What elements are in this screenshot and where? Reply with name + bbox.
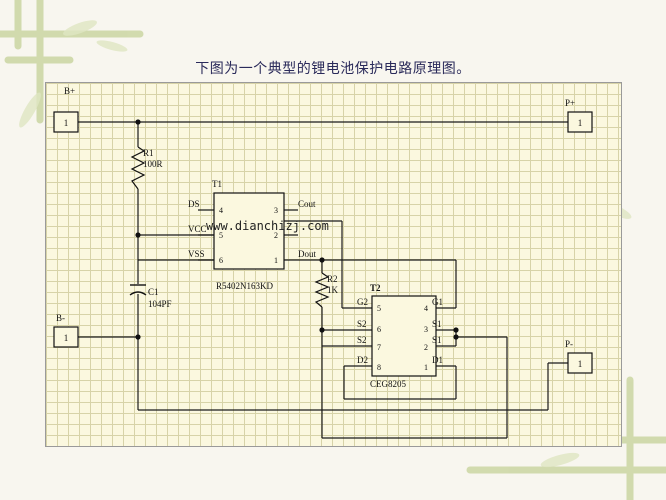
resistor-r1: R1 100R (130, 146, 163, 190)
svg-text:100R: 100R (143, 159, 163, 169)
svg-text:T1: T1 (212, 179, 222, 189)
svg-text:3: 3 (424, 325, 428, 334)
resistor-r2: R2 1K (314, 272, 339, 308)
junction-dots (135, 119, 459, 340)
svg-text:B-: B- (56, 313, 65, 323)
svg-text:5: 5 (377, 304, 381, 313)
svg-text:G1: G1 (432, 297, 443, 307)
svg-text:C1: C1 (148, 287, 159, 297)
svg-text:4: 4 (219, 206, 223, 215)
svg-text:1: 1 (578, 359, 583, 369)
svg-text:2: 2 (424, 343, 428, 352)
svg-text:8: 8 (377, 363, 381, 372)
svg-text:P+: P+ (565, 98, 575, 108)
connector-bminus: 1 B- (53, 313, 79, 348)
svg-text:Dout: Dout (298, 249, 316, 259)
connector-pplus: 1 P+ (565, 98, 593, 133)
connector-pminus: 1 P- (565, 339, 593, 374)
svg-text:2: 2 (274, 231, 278, 240)
svg-text:Cout: Cout (298, 199, 316, 209)
svg-text:3: 3 (274, 206, 278, 215)
svg-text:1: 1 (424, 363, 428, 372)
svg-text:T2: T2 (370, 283, 381, 293)
ic-t1: T1 R5402N163KD DS VCC VSS Cout Dout 4 5 … (188, 179, 316, 291)
svg-text:VSS: VSS (188, 249, 205, 259)
svg-text:1K: 1K (327, 285, 339, 295)
schematic-sheet: 1 B+ 1 P+ 1 B- 1 P- R1 100R (45, 82, 622, 447)
svg-text:104PF: 104PF (148, 299, 172, 309)
connector-bplus: 1 B+ (53, 86, 79, 133)
svg-text:R5402N163KD: R5402N163KD (216, 281, 274, 291)
wires (70, 121, 568, 439)
svg-text:1: 1 (274, 256, 278, 265)
watermark: www.dianchizj.com (206, 219, 329, 233)
capacitor-c1: C1 104PF (129, 284, 172, 309)
svg-text:R2: R2 (327, 274, 338, 284)
circuit-diagram: 1 B+ 1 P+ 1 B- 1 P- R1 100R (53, 86, 593, 439)
svg-text:7: 7 (377, 343, 381, 352)
svg-text:6: 6 (219, 256, 223, 265)
svg-text:4: 4 (424, 304, 428, 313)
svg-text:DS: DS (188, 199, 200, 209)
svg-text:P-: P- (565, 339, 573, 349)
svg-text:D2: D2 (357, 355, 368, 365)
svg-text:S2: S2 (357, 335, 367, 345)
slide-caption: 下图为一个典型的锂电池保护电路原理图。 (195, 61, 471, 77)
svg-text:6: 6 (377, 325, 381, 334)
svg-text:S1: S1 (432, 319, 442, 329)
svg-text:VCC: VCC (188, 224, 207, 234)
svg-text:S1: S1 (432, 335, 442, 345)
svg-text:D1: D1 (432, 355, 443, 365)
svg-text:G2: G2 (357, 297, 368, 307)
svg-text:B+: B+ (64, 86, 75, 96)
ic-t2: T2 CEG8205 G2 S2 S2 D2 G1 S1 S1 D1 5 6 7… (357, 283, 443, 389)
svg-text:R1: R1 (143, 148, 154, 158)
svg-text:1: 1 (578, 118, 583, 128)
svg-text:5: 5 (219, 231, 223, 240)
svg-text:S2: S2 (357, 319, 367, 329)
svg-text:1: 1 (64, 118, 69, 128)
svg-text:CEG8205: CEG8205 (370, 379, 407, 389)
svg-text:1: 1 (64, 333, 69, 343)
